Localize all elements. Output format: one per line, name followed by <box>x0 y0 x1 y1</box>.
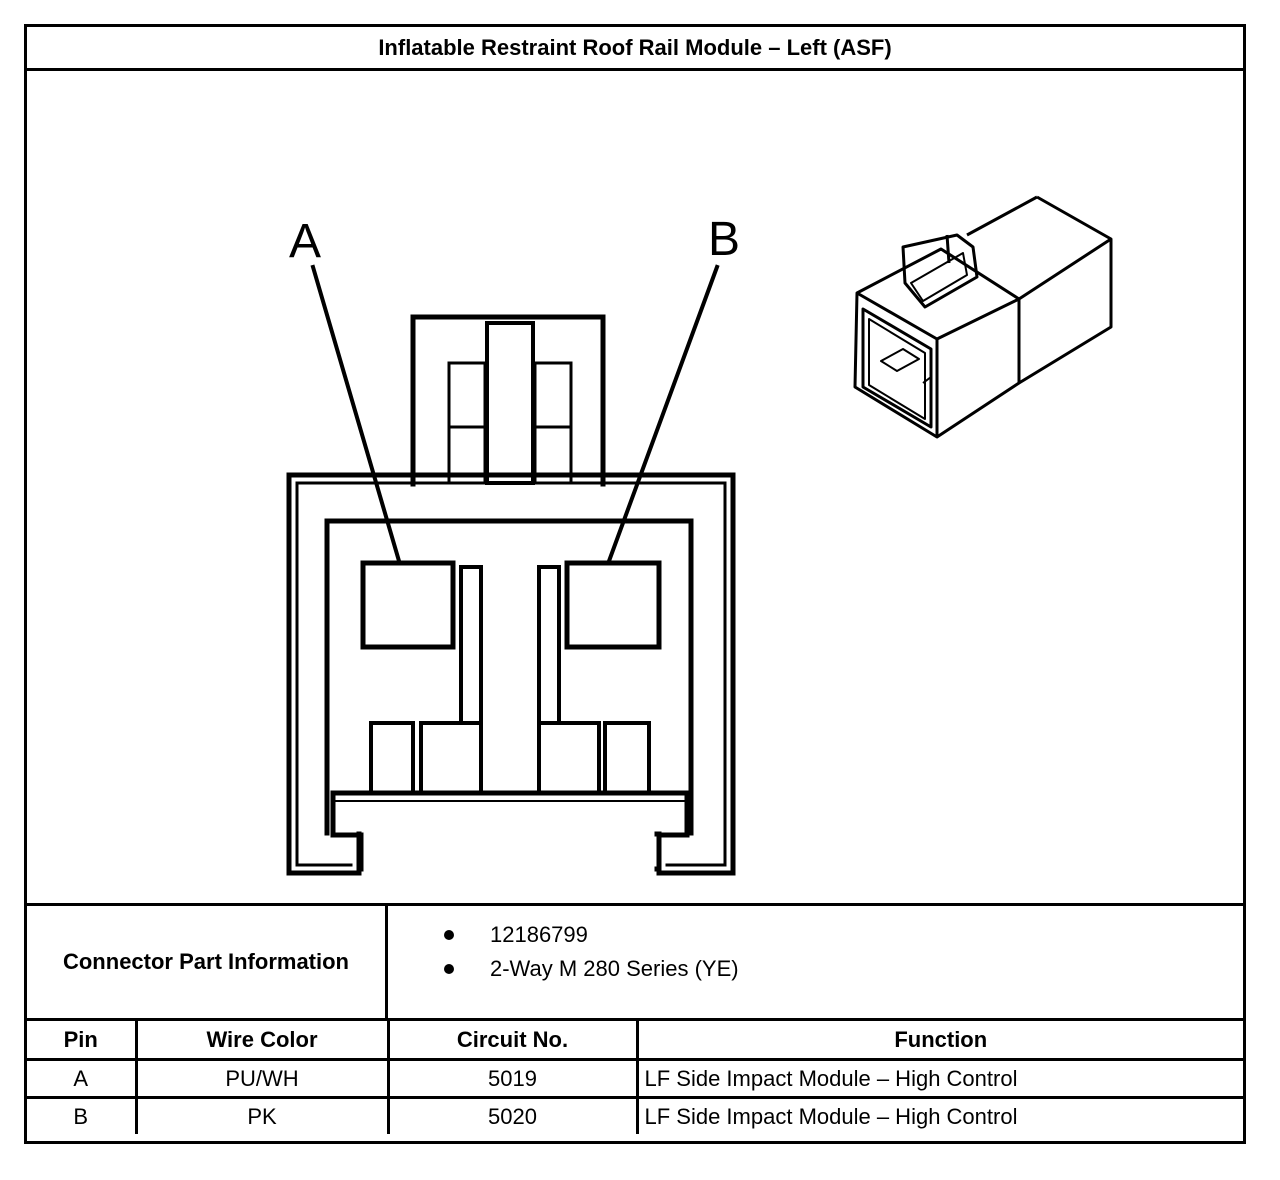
bullet-icon <box>444 930 454 940</box>
cell-function: LF Side Impact Module – High Control <box>635 1058 1243 1099</box>
cavity-outline <box>324 518 694 836</box>
pin-table: Pin Wire Color Circuit No. Function A PU… <box>27 1018 1243 1134</box>
table-row: B PK 5020 LF Side Impact Module – High C… <box>27 1096 1243 1134</box>
connector-info-label: Connector Part Information <box>27 906 388 1018</box>
cell-pin: B <box>27 1096 138 1134</box>
latch-tab <box>410 314 606 487</box>
header-circuit: Circuit No. <box>386 1018 639 1061</box>
leader-line-b <box>606 264 720 564</box>
cell-pin: A <box>27 1058 138 1099</box>
connector-sheet: Inflatable Restraint Roof Rail Module – … <box>24 24 1246 1144</box>
center-rib-right <box>537 565 561 725</box>
cell-wire-color: PK <box>134 1096 390 1134</box>
connector-diagram: A B <box>27 71 1243 903</box>
leader-line-a <box>310 264 402 564</box>
latch-tab-inner-right <box>533 361 573 485</box>
terminal-a-window <box>360 560 456 650</box>
cell-circuit: 5020 <box>386 1096 639 1134</box>
header-wire-color: Wire Color <box>134 1018 390 1061</box>
cell-wire-color: PU/WH <box>134 1058 390 1099</box>
table-row: A PU/WH 5019 LF Side Impact Module – Hig… <box>27 1058 1243 1099</box>
pin-table-header: Pin Wire Color Circuit No. Function <box>27 1018 1243 1061</box>
connector-info-row: Connector Part Information 12186799 2-Wa… <box>27 903 1243 1021</box>
housing-inner-wall <box>295 481 727 867</box>
housing-outer <box>286 472 736 876</box>
connector-series: 2-Way M 280 Series (YE) <box>490 956 739 981</box>
connector-face-svg: A B <box>286 195 1113 876</box>
latch-tab-inner-left <box>447 361 487 485</box>
callout-label-a: A <box>289 215 321 268</box>
header-pin: Pin <box>27 1018 138 1061</box>
bottom-rail <box>330 790 690 872</box>
callout-label-b: B <box>708 213 740 266</box>
page-title: Inflatable Restraint Roof Rail Module – … <box>27 27 1243 71</box>
bullet-icon <box>444 964 454 974</box>
header-function: Function <box>635 1018 1243 1061</box>
terminal-b-window <box>564 560 662 650</box>
cell-circuit: 5019 <box>386 1058 639 1099</box>
connector-isometric-icon <box>853 195 1113 439</box>
cell-function: LF Side Impact Module – High Control <box>635 1096 1243 1134</box>
connector-part-number: 12186799 <box>490 922 588 947</box>
latch-tab-slot <box>485 321 535 485</box>
center-rib-left <box>459 565 483 725</box>
connector-info-list: 12186799 2-Way M 280 Series (YE) <box>388 906 1243 1018</box>
